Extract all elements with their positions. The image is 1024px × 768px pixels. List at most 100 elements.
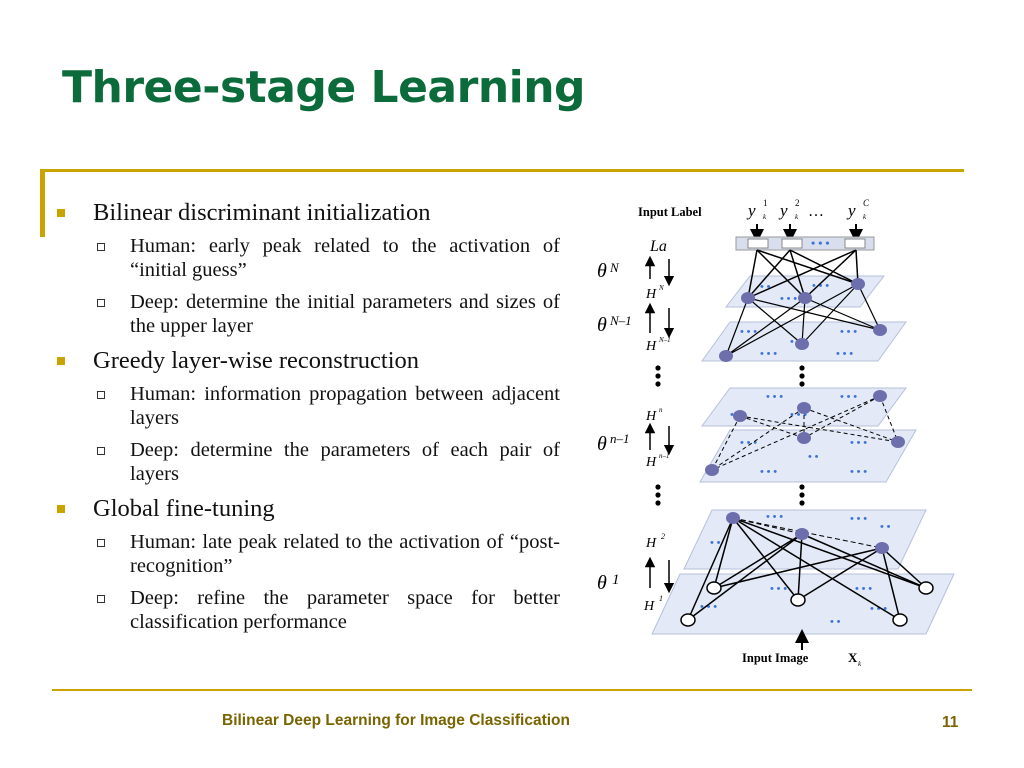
vertical-ellipsis-icon — [655, 365, 805, 506]
svg-text:• • •: • • • — [840, 391, 857, 403]
svg-text:• • •: • • • — [850, 466, 867, 478]
bullet-text: Greedy layer-wise reconstruction — [93, 347, 420, 374]
sub-bullet-text: Deep: refine the parameter space for bet… — [130, 587, 560, 633]
bullet-item: Bilinear discriminant initialization — [55, 198, 560, 228]
square-bullet-icon — [57, 209, 65, 217]
y2-sub: k — [795, 213, 799, 221]
hollow-square-bullet-icon — [97, 391, 105, 399]
sub-bullet-item: Deep: determine the initial parameters a… — [55, 290, 560, 338]
svg-text:• •: • • — [830, 616, 841, 628]
input-image-var: X — [848, 650, 858, 665]
sub-bullet-text: Deep: determine the initial parameters a… — [130, 291, 560, 337]
yc-sup: C — [863, 198, 870, 208]
page-number: 11 — [942, 714, 959, 731]
svg-text:H: H — [645, 455, 657, 470]
input-label-text: Input Label — [638, 205, 702, 219]
yc-label: y — [846, 201, 856, 220]
footer-title: Bilinear Deep Learning for Image Classif… — [222, 712, 570, 729]
connections-la-hn — [747, 249, 859, 299]
square-bullet-icon — [57, 505, 65, 513]
hollow-square-bullet-icon — [97, 539, 105, 547]
parameter-arrows — [644, 255, 675, 594]
slide-title: Three-stage Learning — [62, 62, 586, 113]
bottom-rule — [52, 689, 972, 691]
svg-text:n–1: n–1 — [610, 431, 630, 446]
svg-text:• • •: • • • — [766, 511, 783, 523]
svg-text:H: H — [645, 339, 657, 354]
hollow-square-bullet-icon — [97, 299, 105, 307]
svg-text:H: H — [645, 287, 657, 302]
sub-bullet-text: Human: late peak related to the activati… — [130, 531, 560, 577]
hollow-square-bullet-icon — [97, 447, 105, 455]
input-image-sub: k — [858, 660, 862, 668]
square-bullet-icon — [57, 357, 65, 365]
svg-text:• • •: • • • — [700, 601, 717, 613]
sub-bullet-item: Human: information propagation between a… — [55, 382, 560, 430]
sub-bullet-item: Human: late peak related to the activati… — [55, 530, 560, 578]
svg-text:H: H — [645, 536, 657, 551]
svg-text:H: H — [645, 409, 657, 424]
sub-bullet-text: Human: information propagation between a… — [130, 383, 560, 429]
y1-sub: k — [763, 213, 767, 221]
svg-text:1: 1 — [612, 572, 620, 588]
sub-bullet-text: Deep: determine the parameters of each p… — [130, 439, 560, 485]
svg-text:• • •: • • • — [760, 348, 777, 360]
svg-text:La: La — [649, 238, 667, 255]
label-unit — [844, 238, 866, 249]
svg-text:N: N — [609, 260, 620, 275]
svg-text:• • •: • • • — [780, 293, 797, 305]
svg-text:• • •: • • • — [836, 348, 853, 360]
y1-sup: 1 — [763, 198, 768, 208]
label-layer — [735, 236, 875, 251]
bullet-text: Bilinear discriminant initialization — [93, 199, 431, 226]
y2-sup: 2 — [795, 198, 800, 208]
sub-bullet-item: Human: early peak related to the activat… — [55, 234, 560, 282]
svg-text:• • •: • • • — [850, 513, 867, 525]
svg-text:• •: • • — [808, 451, 819, 463]
connections-hn-hn1 — [725, 283, 881, 357]
svg-text:H: H — [643, 599, 655, 614]
bullet-text: Global fine-tuning — [93, 495, 275, 522]
y2-label: y — [778, 201, 788, 220]
svg-text:• • •: • • • — [812, 280, 829, 292]
svg-text:• • •: • • • — [740, 326, 757, 338]
svg-text:n–1: n–1 — [659, 452, 670, 460]
bullet-list: Bilinear discriminant initialization Hum… — [55, 198, 560, 642]
svg-text:N–1: N–1 — [658, 336, 671, 344]
svg-text:• •: • • — [880, 521, 891, 533]
svg-text:• • •: • • • — [855, 583, 872, 595]
label-dots: • • • — [811, 236, 830, 250]
svg-text:N–1: N–1 — [609, 313, 632, 328]
network-diagram: Input Label y 1 k y 2 k … y C k • • • • … — [597, 198, 955, 668]
svg-text:2: 2 — [661, 532, 665, 541]
svg-text:θ: θ — [597, 433, 607, 455]
input-nodes — [680, 581, 934, 627]
input-image-text: Input Image — [742, 651, 809, 665]
svg-text:θ: θ — [597, 572, 607, 594]
svg-text:• • •: • • • — [766, 391, 783, 403]
svg-text:1: 1 — [659, 594, 663, 603]
hollow-square-bullet-icon — [97, 243, 105, 251]
svg-text:• •: • • — [710, 537, 721, 549]
svg-text:• • •: • • • — [740, 437, 757, 449]
yc-sub: k — [863, 213, 867, 221]
sub-bullet-text: Human: early peak related to the activat… — [130, 235, 560, 281]
hidden-nodes — [705, 278, 905, 554]
top-rule — [40, 169, 964, 172]
svg-text:θ: θ — [597, 314, 607, 336]
svg-text:n: n — [659, 406, 663, 414]
label-unit — [747, 238, 769, 249]
bullet-item: Global fine-tuning — [55, 494, 560, 524]
svg-text:• • •: • • • — [850, 437, 867, 449]
bullet-item: Greedy layer-wise reconstruction — [55, 346, 560, 376]
svg-text:N: N — [658, 284, 664, 292]
svg-text:θ: θ — [597, 260, 607, 282]
hollow-square-bullet-icon — [97, 595, 105, 603]
svg-text:• • •: • • • — [760, 466, 777, 478]
svg-text:• • •: • • • — [870, 603, 887, 615]
svg-text:• •: • • — [790, 336, 801, 348]
y1-label: y — [746, 201, 756, 220]
svg-text:• •: • • — [760, 281, 771, 293]
y-ellipsis: … — [808, 203, 824, 220]
